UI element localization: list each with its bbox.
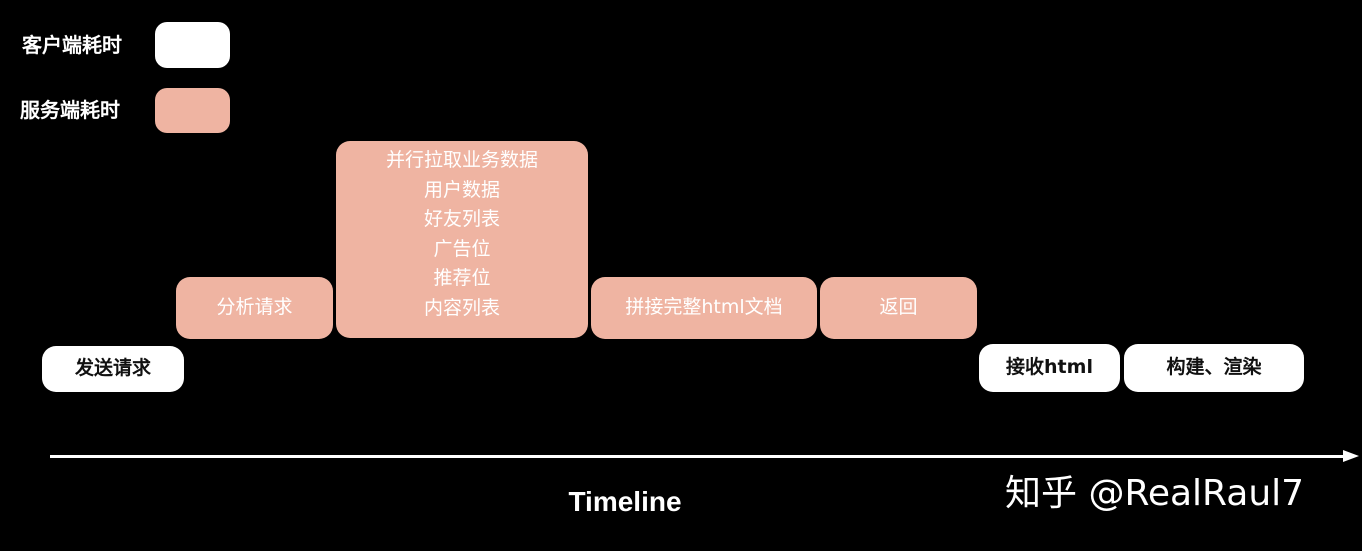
timeline-axis bbox=[50, 455, 1346, 458]
step-label: 返回 bbox=[879, 296, 918, 319]
step-subitem-user-data: 用户数据 bbox=[423, 178, 500, 201]
step-subitem-ad-slot: 广告位 bbox=[433, 237, 491, 260]
step-label: 接收html bbox=[1006, 356, 1093, 379]
step-build-render: 构建、渲染 bbox=[1124, 344, 1304, 392]
step-analyze-request: 分析请求 bbox=[176, 277, 333, 339]
arrow-right-icon bbox=[1343, 450, 1359, 462]
step-title: 并行拉取业务数据 bbox=[385, 149, 538, 171]
legend-client-swatch bbox=[155, 22, 230, 68]
step-parallel-fetch: 并行拉取业务数据 用户数据 好友列表 广告位 推荐位 内容列表 bbox=[336, 141, 588, 338]
step-assemble-html: 拼接完整html文档 bbox=[591, 277, 817, 339]
legend-server-swatch bbox=[155, 88, 230, 133]
step-subitem-content-list: 内容列表 bbox=[423, 296, 500, 319]
legend-server-label: 服务端耗时 bbox=[20, 98, 120, 122]
step-label: 构建、渲染 bbox=[1166, 356, 1262, 379]
step-label: 发送请求 bbox=[74, 357, 151, 380]
step-subitem-recommend-slot: 推荐位 bbox=[433, 267, 491, 289]
step-send-request: 发送请求 bbox=[42, 346, 184, 392]
legend-client-label: 客户端耗时 bbox=[22, 33, 122, 57]
step-label: 分析请求 bbox=[216, 296, 293, 319]
watermark: 知乎 @RealRaul7 bbox=[1005, 473, 1305, 514]
step-subitem-friend-list: 好友列表 bbox=[423, 208, 500, 230]
step-label: 拼接完整html文档 bbox=[625, 296, 783, 319]
timeline-label: Timeline bbox=[568, 486, 682, 517]
step-receive-html: 接收html bbox=[979, 344, 1120, 392]
step-return: 返回 bbox=[820, 277, 977, 339]
